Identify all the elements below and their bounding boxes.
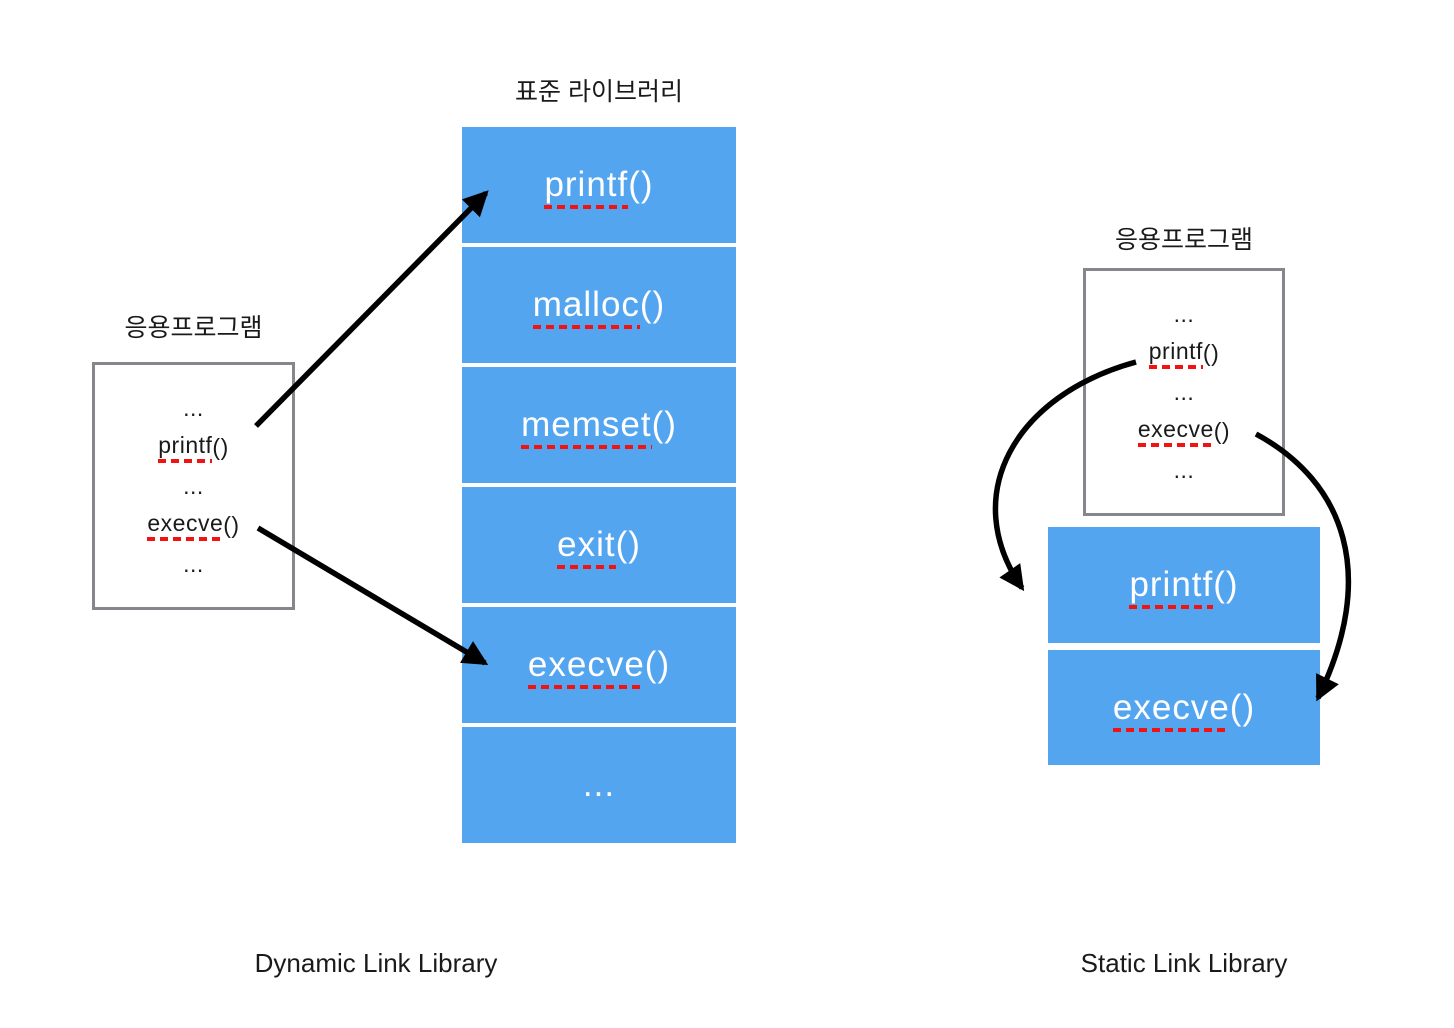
static-cell-label: printf() [1129,565,1238,609]
standard-library-title: 표준 라이브러리 [515,78,683,106]
library-cell-printf: printf() [462,127,736,243]
app-code-line-printf: printf() [158,428,228,467]
library-cell-label: exit() [557,525,641,569]
dynamic-app-title: 응용프로그램 [124,314,263,342]
dynamic-app-box: ... printf() ... execve() ... [92,362,295,610]
app-code-line: ... [183,472,204,499]
app-code-line: ... [1173,456,1195,483]
library-cell-label: ... [582,765,616,804]
library-cell-label: execve() [527,645,670,689]
static-cell-label: execve() [1112,687,1255,732]
app-code-line: ... [1173,300,1195,327]
static-cell-execve: execve() [1048,650,1320,765]
library-cell-exit: exit() [462,487,736,603]
app-code-line-execve: execve() [147,506,239,545]
library-cell-label: malloc() [532,285,665,329]
library-cell-more: ... [462,727,736,843]
library-cell-label: memset() [521,405,677,449]
app-code-line-execve: execve() [1137,412,1230,451]
dynamic-link-caption: Dynamic Link Library [254,948,498,978]
app-code-line: ... [1173,378,1195,405]
app-code-line: ... [183,394,204,421]
library-cell-label: printf() [544,165,653,209]
static-app-box: ... printf() ... execve() ... [1083,268,1285,516]
standard-library-column: printf() malloc() memset() exit() execve… [462,0,736,1028]
library-cell-malloc: malloc() [462,247,736,363]
app-code-line-printf: printf() [1148,334,1219,373]
app-code-line: ... [183,550,204,577]
static-cell-printf: printf() [1048,527,1320,643]
static-app-title: 응용프로그램 [1114,226,1253,254]
library-cell-execve: execve() [462,607,736,723]
library-cell-memset: memset() [462,367,736,483]
static-link-caption: Static Link Library [1080,948,1288,978]
